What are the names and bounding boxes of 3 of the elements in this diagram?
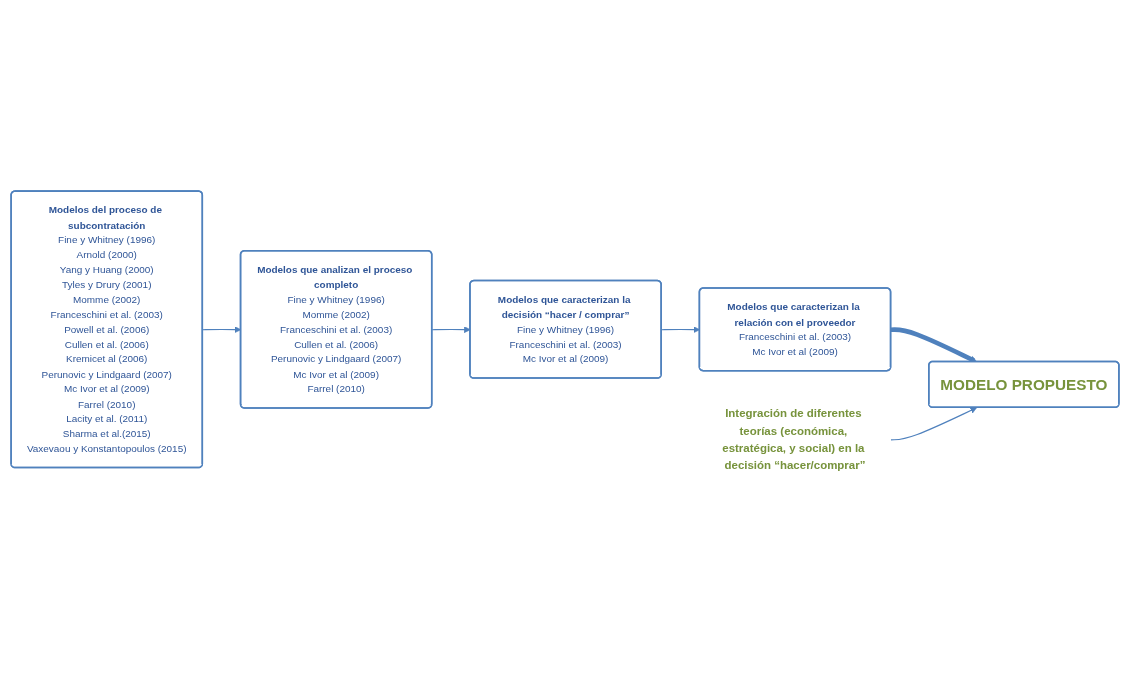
node-text: Integración de diferentes teorías (económica, estratégica, y social) en la decisión “hacer/comprar”	[722, 406, 866, 472]
arrow	[890, 407, 977, 441]
arrow	[890, 327, 977, 363]
